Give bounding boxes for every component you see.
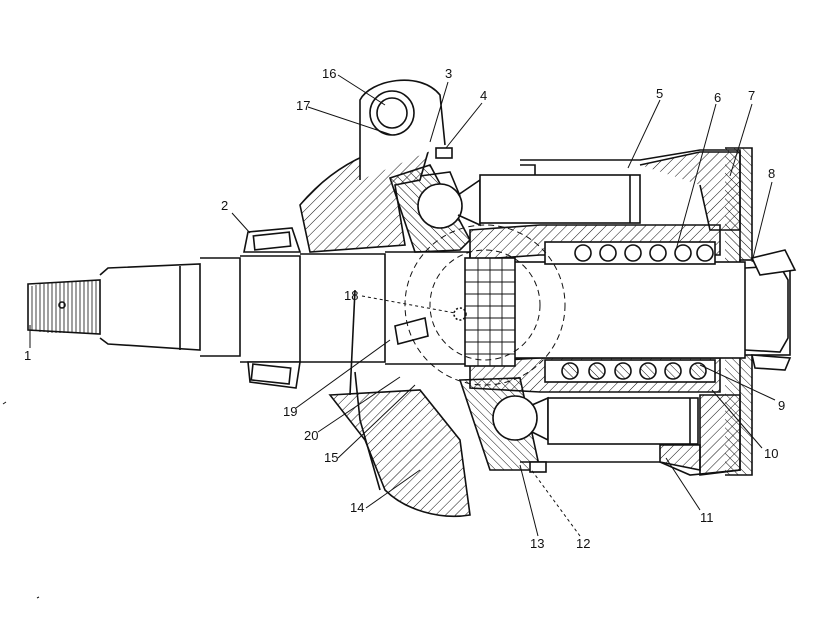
callout-6: 6 (714, 90, 721, 105)
callout-4: 4 (480, 88, 487, 103)
callout-12: 12 (576, 536, 590, 551)
callout-1: 1 (24, 348, 31, 363)
drive-shaft (99, 251, 471, 365)
spring-upper (544, 241, 716, 265)
spring-lower (544, 359, 716, 383)
callout-15: 15 (324, 450, 338, 465)
threaded-shaft-end (27, 279, 101, 335)
lower-piston (547, 397, 699, 445)
callout-5: 5 (656, 86, 663, 101)
piston-slippers (417, 178, 549, 442)
callout-10: 10 (764, 446, 778, 461)
callout-2: 2 (221, 198, 228, 213)
callout-14: 14 (350, 500, 364, 515)
callout-8: 8 (768, 166, 775, 181)
callout-labels: 1 2 3 4 5 6 7 8 9 10 11 12 13 14 15 20 1… (24, 66, 785, 551)
callout-7: 7 (748, 88, 755, 103)
barrel-shaft (469, 261, 746, 359)
bearing-2 (243, 227, 302, 389)
callout-20: 20 (304, 428, 318, 443)
callout-18: 18 (344, 288, 358, 303)
spline-detail-circles (404, 224, 566, 386)
page-marks (2, 401, 40, 599)
seals (419, 147, 547, 473)
drawing-geometry (2, 74, 797, 599)
leader-lines (29, 74, 776, 537)
callout-3: 3 (445, 66, 452, 81)
callout-9: 9 (778, 398, 785, 413)
callout-16: 16 (322, 66, 336, 81)
upper-piston (479, 174, 641, 224)
callout-13: 13 (530, 536, 544, 551)
callout-17: 17 (296, 98, 310, 113)
callout-19: 19 (283, 404, 297, 419)
callout-11: 11 (700, 510, 714, 525)
bearing-8 (750, 249, 797, 371)
passage-detail (394, 307, 467, 345)
spline (464, 257, 516, 367)
